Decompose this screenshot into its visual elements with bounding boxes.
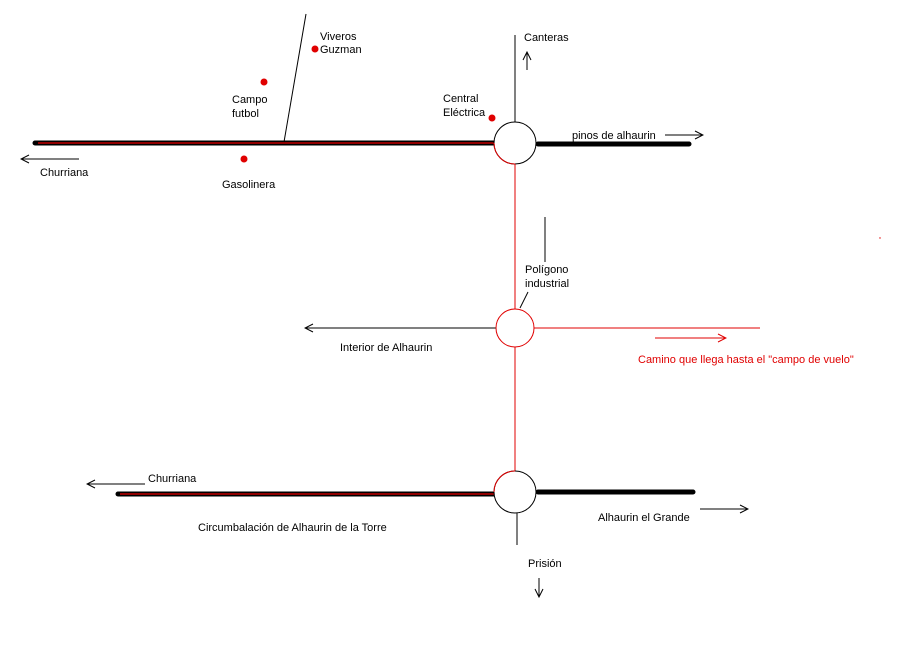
label-guzman: Guzman <box>320 44 362 56</box>
roundabout-middle <box>495 308 535 348</box>
label-electrica: Eléctrica <box>443 107 486 119</box>
label-industrial: industrial <box>525 278 569 290</box>
label-pinos: pinos de alhaurin <box>572 130 656 142</box>
viveros-marker-icon <box>311 45 319 53</box>
central-marker-icon <box>488 114 496 122</box>
label-poligono: Polígono <box>525 264 568 276</box>
label-viveros: Viveros <box>320 31 357 43</box>
label-central: Central <box>443 93 478 105</box>
poligono-pointer <box>519 291 529 309</box>
stray-dot <box>879 237 881 239</box>
label-gasolinera: Gasolinera <box>222 179 276 191</box>
label-alhaurin-grande: Alhaurin el Grande <box>598 512 690 524</box>
gasolinera-marker-icon <box>240 155 248 163</box>
label-camino: Camino que llega hasta el "campo de vuel… <box>638 354 854 366</box>
label-interior: Interior de Alhaurin <box>340 342 432 354</box>
label-circumbalacion: Circumbalación de Alhaurin de la Torre <box>198 522 387 534</box>
label-canteras: Canteras <box>524 32 569 44</box>
label-futbol: futbol <box>232 108 259 120</box>
campo-marker-icon <box>260 78 268 86</box>
label-churriana-top: Churriana <box>40 167 89 179</box>
label-churriana-bottom: Churriana <box>148 473 197 485</box>
label-prision: Prisión <box>528 558 562 570</box>
viveros-road <box>283 13 307 143</box>
label-campo: Campo <box>232 94 267 106</box>
